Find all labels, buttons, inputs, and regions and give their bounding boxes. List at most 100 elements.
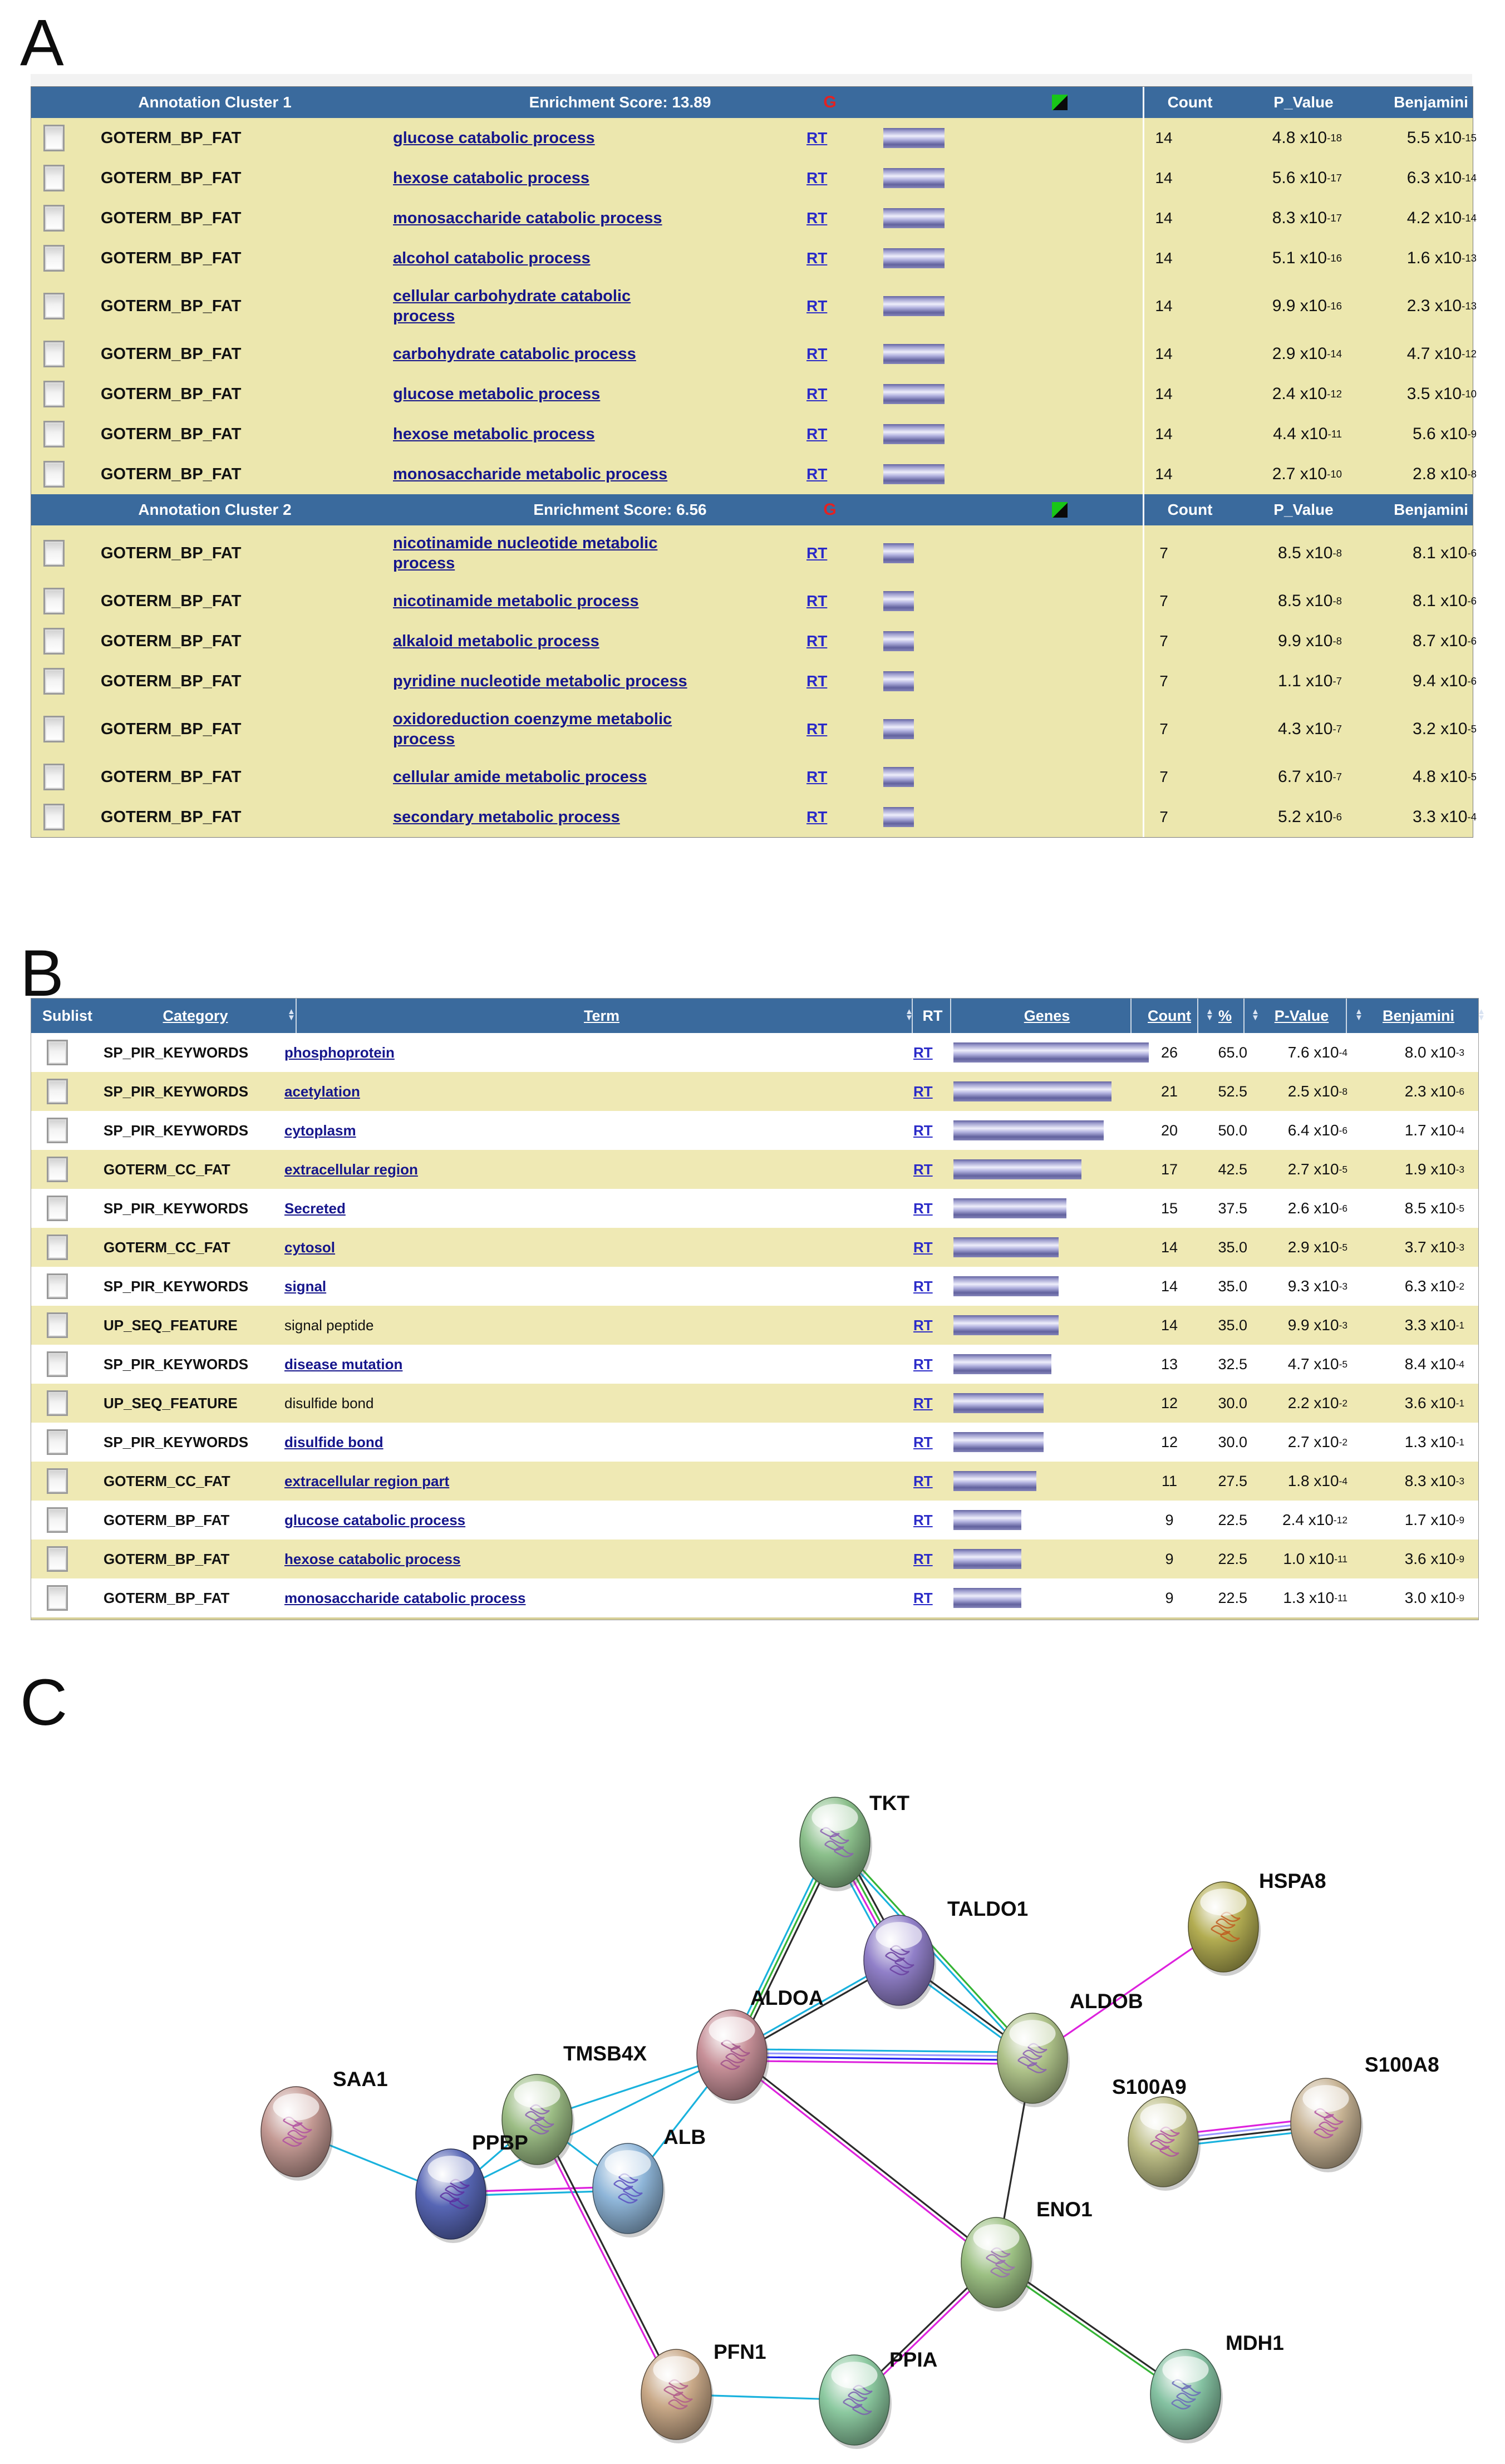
genes-bar[interactable] [883,543,914,563]
network-node-MDH1[interactable] [1150,2349,1223,2443]
network-node-TALDO1[interactable] [863,1915,936,2009]
row-checkbox[interactable] [43,165,65,191]
related-terms-link[interactable]: RT [913,1511,933,1528]
genes-bar[interactable] [883,384,945,404]
row-checkbox[interactable] [47,1273,68,1299]
term-link[interactable]: extracellular region part [284,1472,450,1489]
genes-bar[interactable] [953,1159,1081,1179]
row-checkbox[interactable] [47,1118,68,1143]
genes-bar[interactable] [953,1315,1059,1335]
row-checkbox[interactable] [43,461,65,488]
related-terms-link[interactable]: RT [913,1589,933,1606]
row-checkbox[interactable] [43,293,65,319]
term-link[interactable]: disease mutation [284,1355,403,1373]
row-checkbox[interactable] [47,1196,68,1221]
genes-bar[interactable] [883,208,945,228]
term-link[interactable]: monosaccharide catabolic process [284,1589,526,1606]
row-checkbox[interactable] [43,804,65,830]
row-checkbox[interactable] [43,628,65,655]
related-terms-link[interactable]: RT [913,1472,933,1489]
related-terms-link[interactable]: RT [913,1083,933,1100]
related-terms-link[interactable]: RT [913,1394,933,1411]
sort-arrows-p-value[interactable]: ▲▼ [1355,1007,1363,1022]
row-checkbox[interactable] [47,1507,68,1533]
row-checkbox[interactable] [43,421,65,447]
term-link[interactable]: nicotinamide nucleotide metabolic proces… [393,534,658,572]
related-terms-link[interactable]: RT [806,297,828,314]
term-link[interactable]: Secreted [284,1199,346,1217]
term-link[interactable]: cytosol [284,1238,336,1256]
gene-report-icon[interactable]: G [823,93,837,111]
genes-bar[interactable] [953,1237,1059,1257]
sort-arrows-benjamini[interactable]: ▲▼ [1477,1007,1486,1022]
row-checkbox[interactable] [47,1468,68,1494]
term-link[interactable]: hexose catabolic process [284,1550,461,1567]
genes-bar[interactable] [883,296,945,316]
row-checkbox[interactable] [47,1079,68,1104]
term-sort-header[interactable]: Term [583,1007,620,1024]
genes-bar[interactable] [953,1588,1021,1608]
term-link[interactable]: monosaccharide metabolic process [393,465,668,483]
term-link[interactable]: glucose catabolic process [393,129,595,147]
sort-arrows-count[interactable]: ▲▼ [1206,1007,1214,1022]
term-link[interactable]: phosphoprotein [284,1044,395,1061]
term-link[interactable]: carbohydrate catabolic process [393,345,636,363]
term-link[interactable]: acetylation [284,1083,360,1100]
related-terms-link[interactable]: RT [806,632,828,650]
percent-sort-header[interactable]: % [1218,1007,1232,1024]
row-checkbox[interactable] [43,668,65,695]
related-terms-link[interactable]: RT [806,592,828,609]
related-terms-link[interactable]: RT [806,345,828,362]
genes-bar[interactable] [953,1198,1066,1218]
related-terms-link[interactable]: RT [913,1277,933,1295]
row-checkbox[interactable] [43,381,65,407]
network-node-ENO1[interactable] [961,2217,1034,2311]
related-terms-link[interactable]: RT [806,209,828,227]
genes-bar[interactable] [883,767,914,787]
network-node-HSPA8[interactable] [1188,1881,1261,1976]
related-terms-link[interactable]: RT [806,169,828,186]
network-node-ALDOA[interactable] [696,2009,769,2104]
network-node-S100A9[interactable] [1128,2096,1201,2191]
related-terms-link[interactable]: RT [806,249,828,267]
related-terms-link[interactable]: RT [913,1199,933,1217]
network-node-S100A8[interactable] [1290,2078,1363,2172]
term-link[interactable]: hexose catabolic process [393,169,589,187]
genes-bar[interactable] [883,591,914,611]
network-node-ALB[interactable] [592,2143,665,2237]
network-node-PFN1[interactable] [641,2349,714,2443]
related-terms-link[interactable]: RT [913,1433,933,1450]
row-checkbox[interactable] [47,1157,68,1182]
related-terms-link[interactable]: RT [913,1160,933,1178]
term-link[interactable]: pyridine nucleotide metabolic process [393,672,687,690]
genes-bar[interactable] [883,424,945,444]
row-checkbox[interactable] [47,1390,68,1416]
network-node-TMSB4X[interactable] [501,2074,574,2168]
genes-bar[interactable] [953,1081,1111,1101]
row-checkbox[interactable] [47,1585,68,1611]
sort-arrows-percent[interactable]: ▲▼ [1251,1007,1260,1022]
row-checkbox[interactable] [43,125,65,151]
related-terms-link[interactable]: RT [913,1550,933,1567]
category-sort-header[interactable]: Category [163,1007,228,1024]
genes-bar[interactable] [883,128,945,148]
genes-bar[interactable] [953,1549,1021,1569]
sort-arrows-category[interactable]: ▲▼ [287,1007,296,1022]
term-link[interactable]: cytoplasm [284,1122,356,1139]
genes-bar[interactable] [883,168,945,188]
genes-bar[interactable] [953,1120,1104,1140]
term-link[interactable]: secondary metabolic process [393,808,620,826]
benjamini-sort-header[interactable]: Benjamini [1382,1007,1455,1024]
term-link[interactable]: monosaccharide catabolic process [393,209,662,227]
network-node-ALDOB[interactable] [997,2013,1070,2107]
row-checkbox[interactable] [47,1312,68,1338]
related-terms-link[interactable]: RT [806,465,828,483]
term-link[interactable]: oxidoreduction coenzyme metabolic proces… [393,710,672,748]
term-link[interactable]: alcohol catabolic process [393,249,591,267]
genes-bar[interactable] [883,344,945,364]
genes-bar[interactable] [953,1042,1149,1063]
related-terms-link[interactable]: RT [913,1238,933,1256]
term-link[interactable]: glucose catabolic process [284,1511,466,1528]
genes-bar[interactable] [953,1393,1044,1413]
related-terms-link[interactable]: RT [806,672,828,690]
